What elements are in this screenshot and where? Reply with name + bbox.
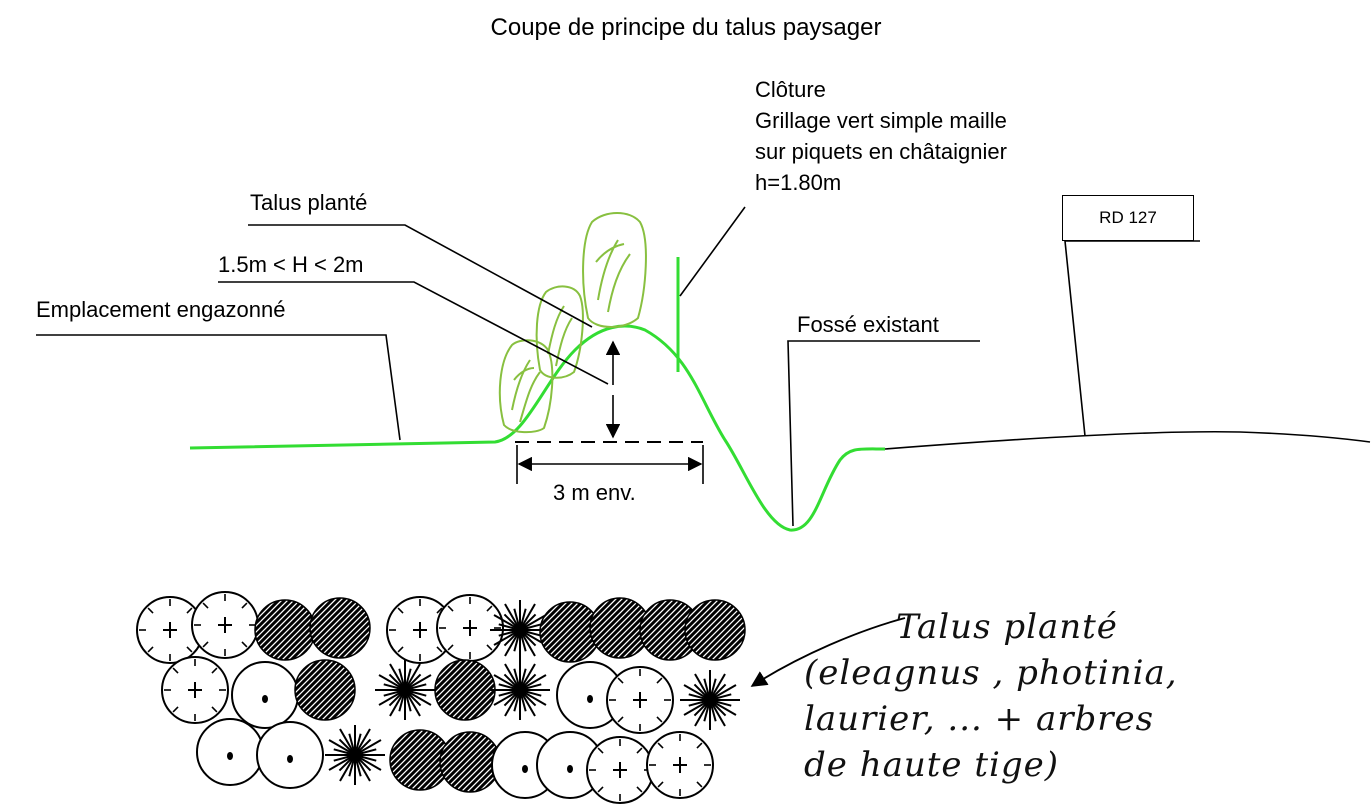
plan-plant-symbol [161, 656, 229, 724]
fence-leader [679, 206, 746, 297]
plan-plant-symbol [325, 725, 385, 785]
plan-plant-symbol [256, 721, 324, 789]
plan-plant-symbol [196, 718, 264, 786]
fence-label-line: Clôture [755, 77, 826, 102]
handwritten-arrow [750, 617, 906, 687]
plan-handwritten-note: Talus planté (eleagnus , photinia, lauri… [804, 604, 1178, 788]
plan-plant-symbol [589, 597, 651, 659]
talus-leader [248, 224, 593, 328]
grass-area-label: Emplacement engazonné [36, 297, 286, 322]
plan-note-line: de haute tige) [804, 745, 1060, 785]
height-label: 1.5m < H < 2m [218, 252, 364, 277]
plan-plant-symbol [436, 594, 504, 662]
plan-note-line: Talus planté [896, 607, 1118, 647]
road-label-box: RD 127 [1062, 195, 1194, 241]
plan-plant-symbol [231, 661, 299, 729]
shrub-2 [535, 285, 584, 379]
road-leader [1064, 240, 1200, 437]
leader-lines [36, 206, 1200, 527]
width-label: 3 m env. [553, 480, 636, 505]
ground-profile-line [189, 324, 886, 532]
fence-label: Clôture Grillage vert simple maille sur … [755, 74, 1007, 198]
plan-plant-symbol [646, 731, 714, 799]
fence-label-line: sur piquets en châtaignier [755, 139, 1007, 164]
plan-plant-symbol [136, 596, 204, 664]
plan-plant-symbol [294, 659, 356, 721]
grass-leader [36, 334, 401, 441]
ditch-label: Fossé existant [797, 312, 939, 337]
road-surface-line [884, 430, 1371, 450]
road-label: RD 127 [1099, 208, 1157, 227]
fence-label-line: h=1.80m [755, 170, 842, 195]
plan-plant-symbol [606, 666, 674, 734]
plan-plant-symbol [375, 660, 435, 720]
plan-note-line: laurier, ... + arbres [804, 699, 1155, 739]
plan-plant-symbol [490, 660, 550, 720]
diagram-title: Coupe de principe du talus paysager [490, 14, 882, 41]
talus-label: Talus planté [250, 190, 368, 215]
ditch-leader [787, 340, 980, 527]
plan-plant-symbol [191, 591, 259, 659]
plan-note-line: (eleagnus , photinia, [804, 653, 1178, 693]
fence-label-line: Grillage vert simple maille [755, 108, 1007, 133]
plan-plant-symbol [680, 670, 740, 730]
planting-plan [136, 591, 746, 804]
plan-plant-symbol [639, 599, 701, 661]
plan-plant-symbol [490, 600, 550, 660]
plan-plant-symbol [586, 736, 654, 804]
shrub-3 [582, 212, 647, 328]
height-leader [218, 281, 609, 385]
